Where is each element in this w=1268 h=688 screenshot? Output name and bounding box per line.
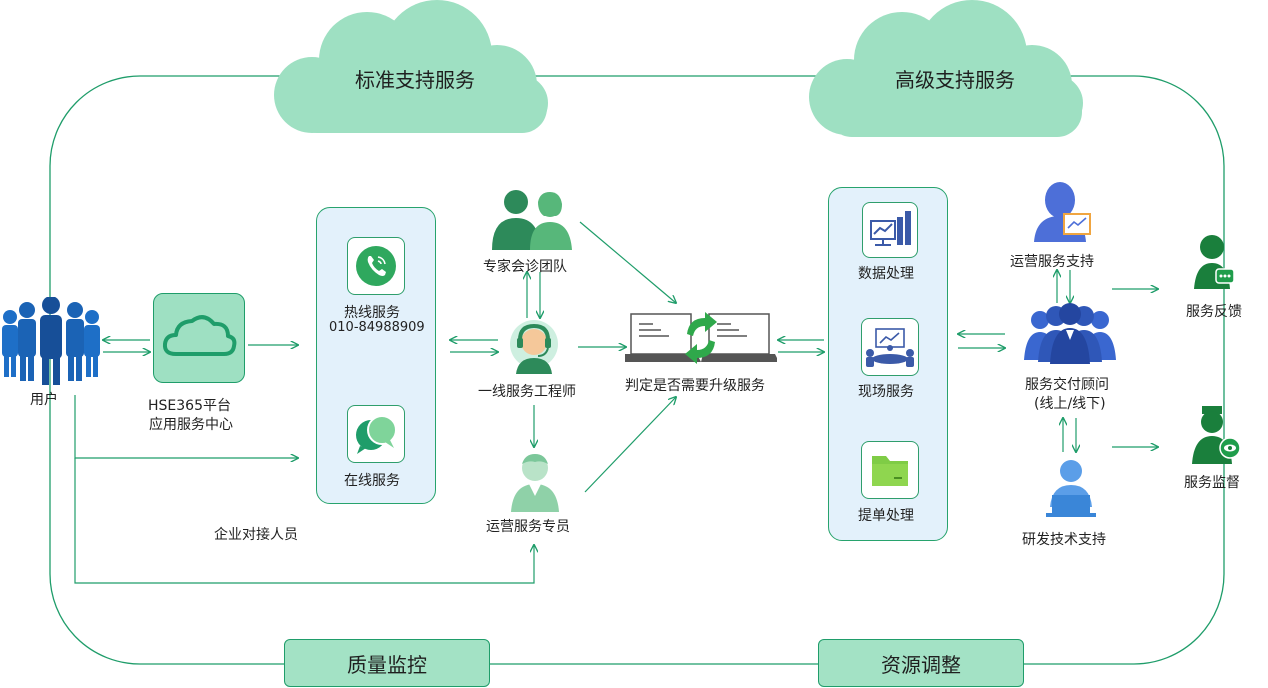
- arrow-expert-to-decision: [579, 221, 676, 303]
- upgrade-decision-icon: [625, 312, 777, 364]
- supervision-person-icon: [1192, 406, 1241, 464]
- chat-bubbles-icon: [356, 415, 397, 454]
- online-label: 在线服务: [344, 473, 400, 489]
- folder-icon: [872, 456, 908, 486]
- platform-label-line1: HSE365平台: [148, 398, 231, 414]
- meeting-icon: [866, 328, 914, 367]
- quality-monitoring-bar: 质量监控: [284, 639, 490, 687]
- consultant-label-line1: 服务交付顾问: [1025, 377, 1109, 393]
- enterprise-contact-label: 企业对接人员: [214, 527, 298, 543]
- users-group-icon: [2, 297, 100, 385]
- consultant-label-line2: (线上/线下): [1034, 396, 1106, 412]
- cloud-advanced-title: 高级支持服务: [895, 68, 1015, 92]
- hotline-phone: 010-84988909: [329, 320, 425, 335]
- user-label: 用户: [30, 392, 58, 408]
- supervision-label: 服务监督: [1184, 475, 1240, 491]
- cloud-standard-title: 标准支持服务: [355, 68, 475, 92]
- feedback-person-icon: [1194, 235, 1235, 289]
- cloud-advanced-shape: [809, 0, 1083, 137]
- cloud-standard-shape: [274, 0, 548, 133]
- hotline-icon-box: [347, 237, 405, 295]
- rd-support-label: 研发技术支持: [1022, 532, 1106, 548]
- online-icon-box: [347, 405, 405, 463]
- resource-adjustment-bar: 资源调整: [818, 639, 1024, 687]
- platform-label-line2: 应用服务中心: [149, 417, 233, 433]
- expert-team-label: 专家会诊团队: [483, 259, 567, 275]
- onsite-service-icon-box: [861, 318, 919, 376]
- upgrade-decision-label: 判定是否需要升级服务: [625, 378, 765, 394]
- ticket-processing-label: 提单处理: [858, 508, 914, 524]
- arrow-user-to-ops-specialist: [74, 458, 534, 584]
- platform-cloud-icon: [162, 315, 237, 356]
- headset-engineer-icon: [510, 320, 558, 374]
- onsite-service-label: 现场服务: [858, 384, 914, 400]
- chart-monitor-icon: [870, 211, 911, 246]
- arrow-ops-specialist-to-decision: [584, 397, 676, 493]
- phone-icon: [356, 246, 396, 286]
- platform-cloud-box: [153, 293, 245, 383]
- ops-support-label: 运营服务支持: [1010, 254, 1094, 270]
- ticket-processing-icon-box: [861, 441, 919, 499]
- service-loop-border: [49, 75, 1225, 665]
- consultant-group-icon: [1024, 303, 1116, 364]
- hotline-label: 热线服务: [344, 305, 400, 321]
- ops-specialist-icon: [511, 454, 559, 512]
- expert-team-icon: [492, 190, 572, 250]
- feedback-label: 服务反馈: [1186, 304, 1242, 320]
- ops-specialist-label: 运营服务专员: [486, 519, 570, 535]
- data-processing-label: 数据处理: [858, 266, 914, 282]
- data-processing-icon-box: [862, 202, 918, 258]
- ops-support-icon: [1034, 182, 1091, 242]
- first-line-engineer-label: 一线服务工程师: [478, 384, 576, 400]
- rd-support-icon: [1046, 460, 1096, 517]
